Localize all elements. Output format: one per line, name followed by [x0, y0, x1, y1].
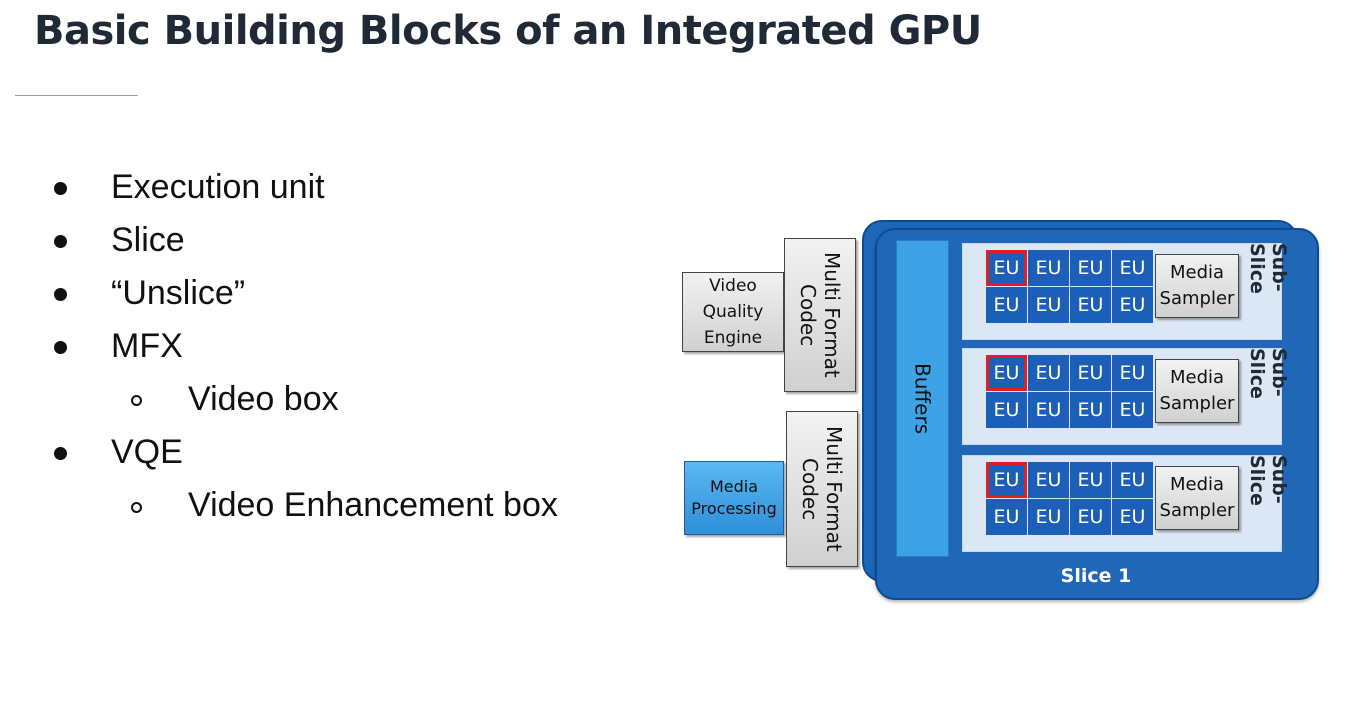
eu-block: EU	[1112, 250, 1153, 286]
bullet-unslice: “Unslice”	[111, 274, 246, 312]
eu-block: EU	[1028, 355, 1069, 391]
bullet-mfx: MFX	[111, 327, 183, 365]
eu-block: EU	[1028, 462, 1069, 498]
sub-bullet-circle	[131, 395, 142, 406]
media-sampler: Media Sampler	[1155, 254, 1239, 318]
eu-block: EU	[986, 250, 1027, 286]
eu-block: EU	[986, 355, 1027, 391]
bullet-dot	[54, 288, 67, 301]
eu-block: EU	[986, 287, 1027, 323]
eu-block: EU	[1070, 499, 1111, 535]
bullet-video-enhancement-box: Video Enhancement box	[188, 486, 558, 524]
sub-bullet-circle	[131, 502, 142, 513]
eu-block: EU	[1112, 355, 1153, 391]
eu-block: EU	[1112, 392, 1153, 428]
eu-block: EU	[1070, 250, 1111, 286]
bullet-slice: Slice	[111, 221, 185, 259]
bullet-dot	[54, 341, 67, 354]
media-processing-box: Media Processing	[684, 461, 784, 535]
eu-block: EU	[1070, 287, 1111, 323]
bullet-vqe: VQE	[111, 433, 183, 471]
eu-block: EU	[986, 499, 1027, 535]
eu-block: EU	[1070, 355, 1111, 391]
mfx-codec-top: Multi Format Codec	[784, 238, 856, 392]
eu-block: EU	[1112, 499, 1153, 535]
media-sampler: Media Sampler	[1155, 466, 1239, 530]
eu-block: EU	[1028, 392, 1069, 428]
eu-block: EU	[1112, 287, 1153, 323]
eu-block: EU	[1112, 462, 1153, 498]
eu-block: EU	[1070, 462, 1111, 498]
eu-block: EU	[986, 462, 1027, 498]
slide-title: Basic Building Blocks of an Integrated G…	[34, 8, 982, 54]
bullet-video-box: Video box	[188, 380, 339, 418]
video-quality-engine-box: Video Quality Engine	[682, 272, 784, 352]
eu-block: EU	[1028, 287, 1069, 323]
buffers-block: Buffers	[896, 240, 949, 557]
sub-slice-label: Sub-Slice	[1246, 243, 1290, 294]
eu-block: EU	[1070, 392, 1111, 428]
sub-slice-label: Sub-Slice	[1246, 348, 1290, 399]
eu-block: EU	[986, 392, 1027, 428]
eu-block: EU	[1028, 499, 1069, 535]
bullet-dot	[54, 447, 67, 460]
eu-block: EU	[1028, 250, 1069, 286]
title-underline	[15, 95, 138, 96]
bullet-dot	[54, 235, 67, 248]
media-sampler: Media Sampler	[1155, 359, 1239, 423]
slice-label: Slice 1	[1060, 565, 1132, 587]
bullet-execution-unit: Execution unit	[111, 168, 325, 206]
sub-slice-label: Sub-Slice	[1246, 455, 1290, 506]
mfx-codec-bottom: Multi Format Codec	[786, 411, 858, 567]
bullet-dot	[54, 182, 67, 195]
